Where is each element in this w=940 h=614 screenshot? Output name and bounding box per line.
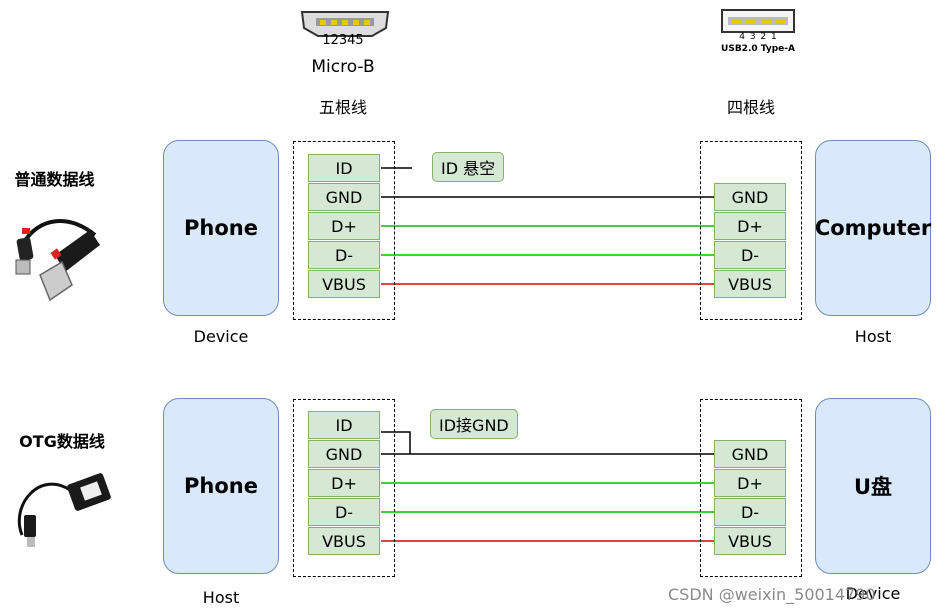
micro-b-pin-numbers: 12345 bbox=[322, 33, 364, 48]
type-a-label: USB2.0 Type-A bbox=[721, 44, 795, 54]
five-wires-label: 五根线 bbox=[318, 98, 367, 117]
section1-title: 普通数据线 bbox=[14, 170, 95, 189]
s1-right-pin-dplus: D+ bbox=[714, 212, 786, 240]
s1-left-pin-id: ID bbox=[308, 154, 380, 182]
section1-right-box: Computer bbox=[815, 140, 931, 316]
s1-left-pin-vbus: VBUS bbox=[308, 270, 380, 298]
section2-right-role: Device bbox=[845, 584, 901, 603]
section1-right-role: Host bbox=[854, 327, 892, 346]
section2-left-box: Phone bbox=[163, 398, 279, 574]
s2-right-pin-vbus: VBUS bbox=[714, 527, 786, 555]
section1-left-role: Device bbox=[193, 327, 249, 346]
s1-right-pin-vbus: VBUS bbox=[714, 270, 786, 298]
section2-id-note: ID接GND bbox=[430, 409, 518, 439]
usb-cable-icon bbox=[15, 219, 100, 302]
s1-left-pin-dplus: D+ bbox=[308, 212, 380, 240]
s2-right-pin-dminus: D- bbox=[714, 498, 786, 526]
s1-left-pin-gnd: GND bbox=[308, 183, 380, 211]
s2-right-pin-dplus: D+ bbox=[714, 469, 786, 497]
s1-right-pin-gnd: GND bbox=[714, 183, 786, 211]
s2-left-pin-gnd: GND bbox=[308, 440, 380, 468]
section2-title: OTG数据线 bbox=[19, 432, 105, 451]
s2-left-pin-id: ID bbox=[308, 411, 380, 439]
otg-cable-icon bbox=[17, 473, 111, 547]
section1-left-connector-frame bbox=[293, 141, 395, 320]
section1-left-box: Phone bbox=[163, 140, 279, 316]
s2-left-pin-vbus: VBUS bbox=[308, 527, 380, 555]
section2-left-role: Host bbox=[202, 588, 240, 607]
s2-left-pin-dminus: D- bbox=[308, 498, 380, 526]
micro-b-label: Micro-B bbox=[311, 57, 375, 77]
micro-b-connector-icon bbox=[300, 11, 390, 37]
s2-left-pin-dplus: D+ bbox=[308, 469, 380, 497]
four-wires-label: 四根线 bbox=[726, 98, 775, 117]
wire-id-gnd-2 bbox=[381, 431, 411, 454]
section2-right-box: U盘 bbox=[815, 398, 931, 574]
s1-right-pin-dminus: D- bbox=[714, 241, 786, 269]
type-a-pin-numbers: 4 3 2 1 bbox=[739, 32, 777, 42]
section1-id-note: ID 悬空 bbox=[432, 152, 505, 182]
s2-right-pin-gnd: GND bbox=[714, 440, 786, 468]
type-a-connector-icon bbox=[721, 9, 795, 33]
section2-right-connector-frame bbox=[700, 399, 802, 577]
section1-right-connector-frame bbox=[700, 141, 802, 320]
watermark: CSDN @weixin_50014790 bbox=[668, 585, 876, 604]
section2-left-connector-frame bbox=[293, 399, 395, 577]
s1-left-pin-dminus: D- bbox=[308, 241, 380, 269]
